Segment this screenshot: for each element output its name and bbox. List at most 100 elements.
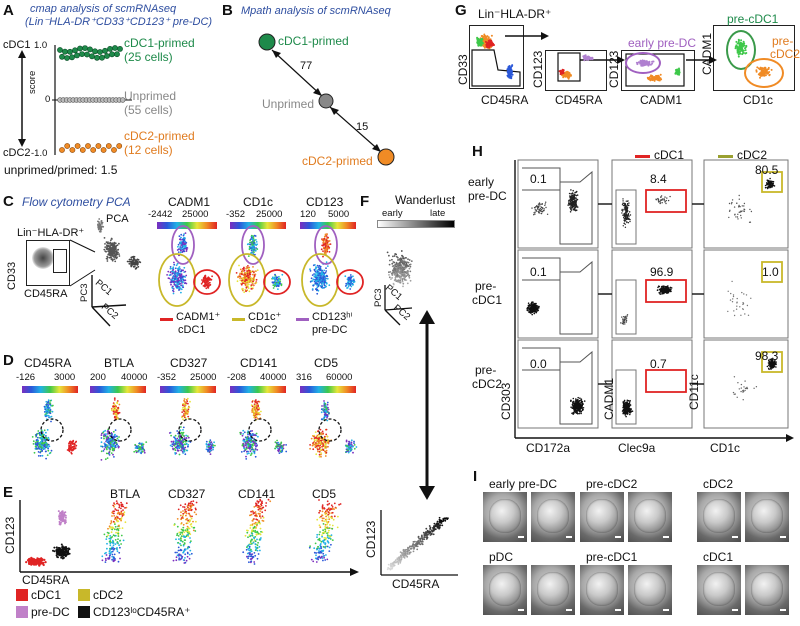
pca-dot xyxy=(115,244,118,247)
wanderlust-dot xyxy=(410,545,412,548)
cdc2-primed-dot xyxy=(90,147,97,153)
pca-dot xyxy=(112,252,114,255)
wanderlust-dot xyxy=(437,523,440,525)
wanderlust-dot xyxy=(405,554,408,557)
panel-c-pca: PCA xyxy=(106,213,129,225)
cdc1-primed-dot xyxy=(102,47,108,54)
panel-c-facs xyxy=(26,240,70,286)
wanderlust-dot xyxy=(420,541,423,543)
pca-dot xyxy=(113,256,116,258)
pca-dot xyxy=(110,258,113,261)
marker-cd123-max: 5000 xyxy=(328,209,350,220)
pca-dot xyxy=(107,253,110,256)
cdc1-primed-dot xyxy=(114,51,120,58)
pca-dot xyxy=(115,247,117,250)
wanderlust-dot xyxy=(444,519,447,522)
wanderlust-dot xyxy=(397,560,400,563)
panel-c-colored-pcas xyxy=(158,225,364,307)
wanderlust-dot xyxy=(432,533,435,536)
pca-dot xyxy=(131,256,134,258)
wanderlust-dot xyxy=(416,543,419,545)
group-cdc1-count: (25 cells) xyxy=(124,50,173,64)
wanderlust-dot xyxy=(432,529,435,532)
marker-cd1c-max: 25000 xyxy=(256,209,283,220)
pca-dot xyxy=(106,255,109,258)
pca-dot xyxy=(107,247,110,250)
wanderlust-dot xyxy=(424,536,426,538)
wanderlust-dot xyxy=(416,548,419,551)
group-cdc2-label: cDC2-primed xyxy=(124,129,195,143)
marker-cd123: CD123 xyxy=(306,195,344,209)
pca-dot xyxy=(97,221,100,223)
wanderlust-dot xyxy=(400,558,403,561)
pca-dot xyxy=(112,251,115,254)
colorbar-cd1c xyxy=(230,222,286,229)
cdc1-primed-dot xyxy=(117,46,123,52)
pca-dot xyxy=(116,256,118,259)
pca-dot xyxy=(107,241,109,244)
pca-dot xyxy=(109,252,112,255)
wanderlust-dot xyxy=(438,520,441,523)
pca-dot xyxy=(114,260,117,263)
pca-dot xyxy=(110,237,113,240)
pca-dot xyxy=(109,246,112,249)
wanderlust-dot xyxy=(412,545,414,548)
edge-15: 15 xyxy=(356,121,369,133)
pca-dot xyxy=(131,261,134,264)
wanderlust-dot xyxy=(399,561,402,564)
pca-dot xyxy=(100,220,103,223)
wanderlust-dot xyxy=(408,546,410,549)
pca-dot xyxy=(106,244,108,247)
pca-dot xyxy=(109,239,112,242)
edge-77: 77 xyxy=(300,60,313,72)
node-cdc1 xyxy=(258,33,276,51)
pca-dot xyxy=(111,244,114,247)
pca-dot xyxy=(126,260,129,263)
pca-dot xyxy=(129,258,131,261)
cdc2-primed-dot xyxy=(74,143,81,149)
wanderlust-dot xyxy=(387,563,390,566)
cdc2-primed-dot xyxy=(95,143,102,149)
cdc2-primed-dot xyxy=(116,143,123,149)
pca-dot xyxy=(118,255,121,257)
pca-dot xyxy=(106,260,109,262)
wanderlust-dot xyxy=(428,525,431,527)
wanderlust-dot xyxy=(412,550,415,553)
pca-colored-dot xyxy=(185,274,188,277)
panel-a-title: cmap analysis of scmRNAseq xyxy=(30,3,177,15)
pca-dot xyxy=(133,261,136,264)
panel-c-title: Flow cytometry PCA xyxy=(22,195,131,209)
pca-dot xyxy=(97,224,100,227)
marker-cd1c: CD1c xyxy=(243,195,274,209)
wanderlust-dot xyxy=(397,556,400,559)
pca-dot xyxy=(114,253,117,255)
pca-dot xyxy=(106,247,108,249)
unprimed-dot xyxy=(119,97,126,103)
pca-dot xyxy=(118,253,120,256)
pca-dot xyxy=(104,250,107,253)
pca-dot xyxy=(111,259,114,262)
pca-colored-dot xyxy=(178,266,181,268)
panel-a-letter: A xyxy=(3,2,14,19)
wanderlust-dot xyxy=(433,522,436,525)
pca-dot xyxy=(99,228,102,231)
node-unprimed xyxy=(318,93,334,109)
marker-cd123-min: 120 xyxy=(300,209,316,220)
wanderlust-dot xyxy=(403,557,406,559)
cdc1-primed-dot xyxy=(104,53,110,59)
pca-dot xyxy=(117,251,119,254)
group-unprimed-label: Unprimed xyxy=(124,89,177,103)
pca-dot xyxy=(134,260,137,262)
wanderlust-dot xyxy=(423,538,426,541)
cdc2-primed-dot xyxy=(69,147,76,153)
wanderlust-dot xyxy=(399,551,402,553)
group-cdc2-count: (12 cells) xyxy=(124,143,173,157)
wanderlust-dot xyxy=(419,539,422,542)
cdc2-primed-dot xyxy=(105,143,112,149)
tick-0: 0 xyxy=(45,94,51,105)
pca-dot xyxy=(108,256,111,259)
pca-dot xyxy=(101,221,104,224)
pca-dot xyxy=(128,262,131,265)
wanderlust-dot xyxy=(425,527,428,530)
pca-dot xyxy=(113,241,116,244)
